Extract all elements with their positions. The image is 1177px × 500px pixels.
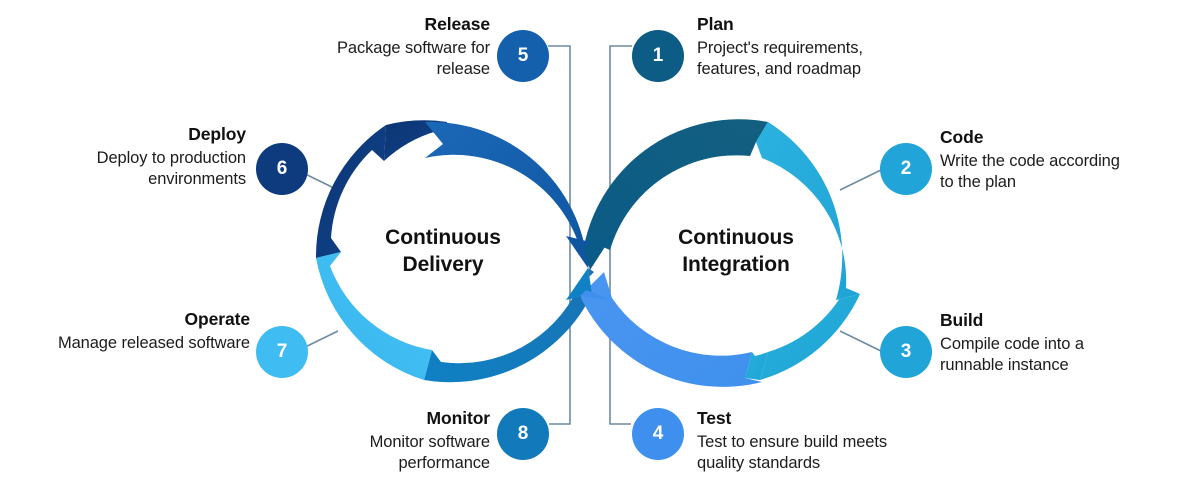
center-label-continuous-delivery: Continuous Delivery [333, 225, 553, 279]
step-desc-code-line2: to the plan [940, 173, 1016, 192]
step-number-operate: 7 [276, 341, 288, 362]
step-circle-release[interactable]: 5 [497, 30, 549, 82]
arc-segment-code [756, 122, 860, 300]
ci-label-line1: Continuous [678, 226, 794, 249]
arc-segment-build-tail [745, 352, 768, 380]
step-number-monitor: 8 [517, 423, 529, 444]
center-chevrons [566, 236, 612, 300]
center-label-continuous-integration: Continuous Integration [626, 225, 846, 279]
connector-release-monitor [548, 45, 571, 425]
arc-segment-build [760, 288, 860, 380]
step-desc-plan-line1: Project's requirements, [697, 38, 863, 57]
cd-label-line2: Delivery [402, 252, 484, 276]
step-text-build: Build Compile code into a runnable insta… [940, 309, 1170, 377]
step-title-code: Code [940, 127, 984, 147]
step-desc-test-line2: quality standards [697, 454, 821, 473]
cd-label-line1: Continuous [385, 226, 501, 249]
step-desc-monitor-line1: Monitor software [369, 432, 490, 451]
step-number-test: 4 [652, 423, 664, 444]
arc-segment-monitor [424, 268, 594, 383]
step-circle-build[interactable]: 3 [880, 326, 932, 378]
step-desc-operate-line1: Manage released software [57, 333, 250, 352]
step-title-plan: Plan [697, 14, 734, 34]
step-desc-deploy-line1: Deploy to production [96, 148, 246, 167]
arc-segment-operate [316, 252, 432, 380]
step-circle-deploy[interactable]: 6 [256, 143, 308, 195]
arc-segment-test [580, 272, 762, 387]
step-title-monitor: Monitor [426, 408, 491, 428]
step-title-operate: Operate [184, 309, 251, 329]
step-desc-monitor-line2: performance [398, 454, 490, 473]
step-title-build: Build [940, 310, 984, 330]
step-circle-plan[interactable]: 1 [632, 30, 684, 82]
step-desc-release-line1: Package software for [337, 38, 490, 57]
step-text-code: Code Write the code according to the pla… [940, 126, 1175, 194]
step-number-code: 2 [900, 158, 912, 179]
arc-segment-plan [584, 119, 768, 270]
step-desc-build-line2: runnable instance [940, 356, 1069, 375]
step-circle-operate[interactable]: 7 [256, 326, 308, 378]
step-number-deploy: 6 [276, 158, 288, 179]
step-desc-code-line1: Write the code according [940, 151, 1120, 170]
step-text-plan: Plan Project's requirements, features, a… [697, 13, 957, 81]
step-text-operate: Operate Manage released software [10, 308, 250, 354]
connector-code [839, 168, 884, 191]
step-circle-test[interactable]: 4 [632, 408, 684, 460]
step-text-monitor: Monitor Monitor software performance [305, 407, 490, 475]
step-title-test: Test [697, 408, 732, 428]
step-title-release: Release [424, 14, 491, 34]
step-title-deploy: Deploy [188, 124, 246, 144]
step-circle-code[interactable]: 2 [880, 143, 932, 195]
step-text-release: Release Package software for release [260, 13, 490, 81]
step-text-deploy: Deploy Deploy to production environments [18, 123, 246, 191]
step-desc-test-line1: Test to ensure build meets [697, 432, 888, 451]
step-desc-plan-line2: features, and roadmap [697, 60, 861, 79]
ci-label-line2: Integration [682, 252, 790, 276]
arc-segment-deploy-body [384, 120, 447, 161]
step-number-release: 5 [517, 45, 529, 66]
step-circle-monitor[interactable]: 8 [497, 408, 549, 460]
arc-segment-release [425, 121, 594, 268]
connector-build [839, 330, 884, 353]
step-desc-deploy-line2: environments [148, 170, 246, 189]
step-number-build: 3 [900, 341, 912, 362]
step-text-test: Test Test to ensure build meets quality … [697, 407, 962, 475]
arc-segment-deploy [315, 125, 386, 258]
step-desc-release-line2: release [436, 60, 491, 79]
step-desc-build-line1: Compile code into a [940, 334, 1084, 353]
step-number-plan: 1 [652, 45, 664, 66]
